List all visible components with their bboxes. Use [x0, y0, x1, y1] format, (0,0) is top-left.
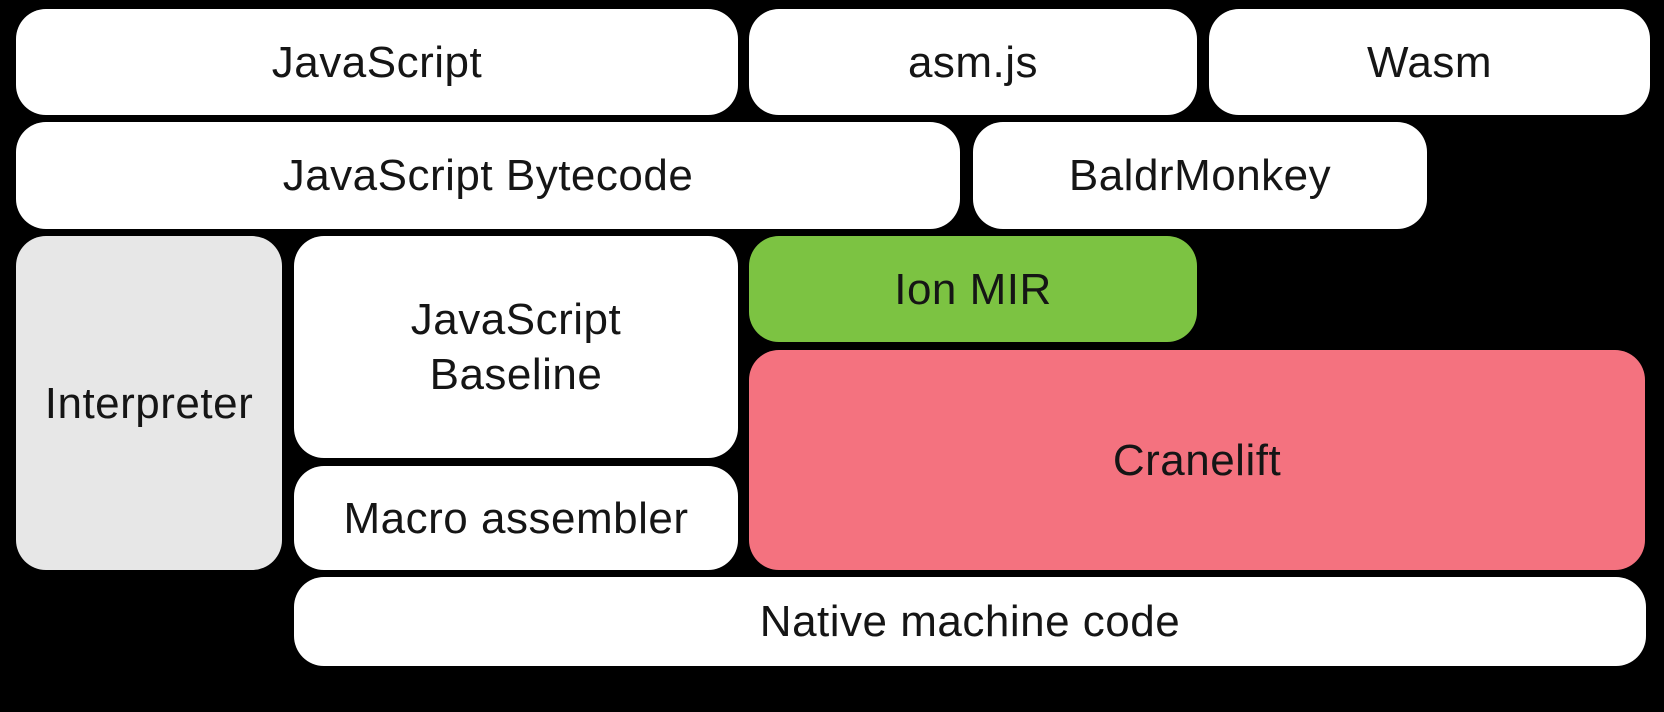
node-asmjs: asm.js [749, 9, 1197, 115]
node-ion-mir: Ion MIR [749, 236, 1197, 342]
node-wasm: Wasm [1209, 9, 1650, 115]
node-native-machine-code: Native machine code [294, 577, 1646, 666]
node-javascript-bytecode: JavaScript Bytecode [16, 122, 960, 229]
node-cranelift: Cranelift [749, 350, 1645, 570]
node-baldrmonkey: BaldrMonkey [973, 122, 1427, 229]
node-javascript-baseline: JavaScript Baseline [294, 236, 738, 458]
node-javascript: JavaScript [16, 9, 738, 115]
node-interpreter: Interpreter [16, 236, 282, 570]
node-macro-assembler: Macro assembler [294, 466, 738, 570]
